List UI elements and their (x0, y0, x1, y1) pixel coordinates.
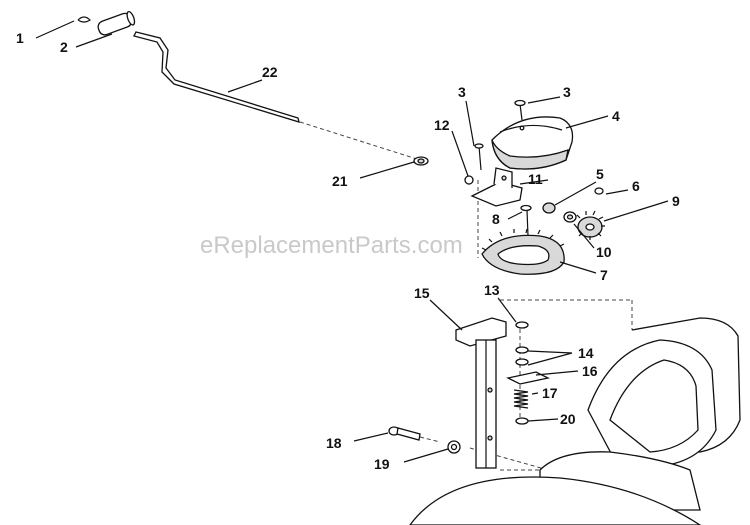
callout-3-b: 3 (563, 84, 571, 100)
crank-handle-assembly (77, 10, 300, 123)
gear-hardware (542, 187, 605, 240)
callout-labels: 1 2 22 3 3 4 12 21 11 5 6 9 8 10 7 15 13… (16, 30, 680, 472)
callout-18: 18 (326, 435, 342, 451)
callout-14: 14 (578, 345, 594, 361)
discharge-chute (409, 317, 741, 525)
callout-11: 11 (528, 171, 543, 187)
callout-15: 15 (414, 285, 430, 301)
callout-20: 20 (560, 411, 576, 427)
crank-rod (133, 31, 300, 123)
callout-3-a: 3 (458, 84, 466, 100)
mounting-bracket (470, 167, 523, 207)
clip-pin (77, 16, 91, 23)
callout-6: 6 (632, 178, 640, 194)
callout-leaders (35, 20, 669, 463)
callout-1: 1 (16, 30, 24, 46)
callout-9: 9 (672, 193, 680, 209)
pinion-gear (576, 210, 605, 240)
callout-12: 12 (434, 117, 450, 133)
callout-21: 21 (332, 173, 348, 189)
callout-4: 4 (612, 108, 620, 124)
bolt-18-washer-19 (388, 426, 461, 454)
support-post (455, 317, 507, 469)
bolt-8 (520, 204, 532, 237)
chute-cover (491, 116, 574, 170)
callout-19: 19 (374, 456, 390, 472)
callout-10: 10 (596, 244, 612, 260)
rod-coupler (413, 156, 429, 166)
ring-gear (481, 228, 565, 275)
callout-13: 13 (484, 282, 500, 298)
callout-2: 2 (60, 39, 68, 55)
callout-5: 5 (596, 166, 604, 182)
spring-assembly (506, 321, 550, 425)
hardware-small (464, 99, 526, 185)
callout-17: 17 (542, 385, 558, 401)
handle-grip (97, 10, 136, 36)
callout-16: 16 (582, 363, 598, 379)
watermark: eReplacementParts.com (200, 232, 463, 259)
callout-8: 8 (492, 211, 500, 227)
callout-7: 7 (600, 267, 608, 283)
assembly-guide-lines (299, 121, 633, 471)
callout-22: 22 (262, 64, 278, 80)
